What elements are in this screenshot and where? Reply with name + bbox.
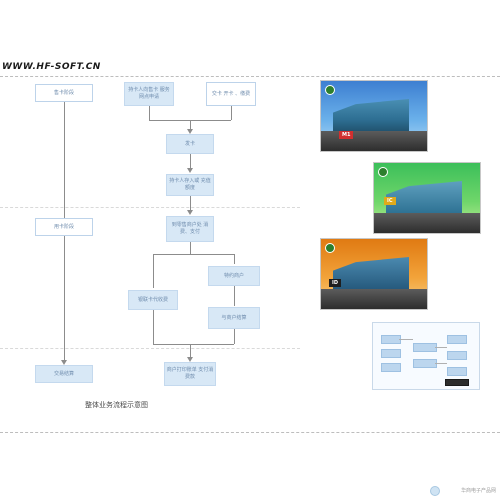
arrow-consume xyxy=(187,210,193,215)
card-logo-icon xyxy=(325,85,335,95)
node-load-label: 持卡人存入或 充值额度 xyxy=(169,178,211,191)
connector-issue-load xyxy=(190,154,191,170)
node-apply-label: 持卡人向售卡 服务网点申请 xyxy=(128,87,170,100)
connector-join xyxy=(153,344,234,345)
stage-settle-label: 交易结算 xyxy=(53,370,74,377)
node-payment-label: 商户打印账单 支付消费款 xyxy=(166,367,214,380)
left-connector-2 xyxy=(64,236,65,360)
divider-low xyxy=(0,348,300,349)
connector-merchant-down xyxy=(234,286,235,306)
card-image-2: IC xyxy=(373,162,481,234)
watermark-logo-icon xyxy=(430,486,440,496)
stage-use-card-label: 用卡阶段 xyxy=(53,223,74,230)
system-schematic-image xyxy=(372,322,480,390)
diagram-caption: 整体业务流程示意图 xyxy=(85,401,148,409)
connector-settle-down xyxy=(234,329,235,344)
stage-open-card-label: 售卡阶段 xyxy=(53,89,74,96)
left-connector xyxy=(64,102,65,218)
card-badge-2: IC xyxy=(384,197,396,205)
stage-open-card: 售卡阶段 xyxy=(35,84,93,102)
node-consume: 到零售商户处 消费、支付 xyxy=(166,216,214,242)
card-image-3: ID xyxy=(320,238,428,310)
connector-payment-in xyxy=(190,344,191,358)
node-load: 持卡人存入或 充值额度 xyxy=(166,174,214,196)
node-pay: 交卡 开卡 、缴费 xyxy=(206,82,256,106)
node-bank-fee-label: 银联卡代收费 xyxy=(137,296,168,303)
node-payment: 商户打印账单 支付消费款 xyxy=(164,362,216,386)
node-merchant-label: 特约商户 xyxy=(223,272,244,279)
connector-split-right xyxy=(234,254,235,264)
divider-middle xyxy=(0,207,300,208)
node-settle-merchant: 与商户结算 xyxy=(208,307,260,329)
divider-top xyxy=(0,76,500,77)
divider-bottom xyxy=(0,432,500,433)
connector-split-h xyxy=(153,254,234,255)
card-badge-3: ID xyxy=(329,279,342,287)
node-issue: 发卡 xyxy=(166,134,214,154)
connector-consume-split xyxy=(190,242,191,254)
connector-pay-down xyxy=(231,106,232,120)
card-logo-icon xyxy=(325,243,335,253)
node-bank-fee: 银联卡代收费 xyxy=(128,290,178,310)
arrow-payment xyxy=(187,357,193,362)
connector-apply-down xyxy=(149,106,150,120)
card-badge-1: M1 xyxy=(339,131,354,139)
connector-issue-in xyxy=(190,120,191,131)
node-consume-label: 到零售商户处 消费、支付 xyxy=(171,222,209,235)
connector-load-consume xyxy=(190,196,191,212)
arrow-load xyxy=(187,168,193,173)
stage-settle: 交易结算 xyxy=(35,365,93,383)
left-arrow-down xyxy=(61,360,67,365)
arrow-issue xyxy=(187,129,193,134)
node-apply: 持卡人向售卡 服务网点申请 xyxy=(124,82,174,106)
card-image-1: M1 xyxy=(320,80,428,152)
node-issue-label: 发卡 xyxy=(184,140,195,147)
card-logo-icon xyxy=(378,167,388,177)
stage-use-card: 用卡阶段 xyxy=(35,218,93,236)
connector-bank-down xyxy=(153,310,154,344)
node-settle-merchant-label: 与商户结算 xyxy=(221,314,247,321)
node-merchant: 特约商户 xyxy=(208,266,260,286)
connector-split-left xyxy=(153,254,154,288)
node-pay-label: 交卡 开卡 、缴费 xyxy=(211,90,251,97)
watermark: 华商电子产品网 xyxy=(460,488,496,494)
site-title: WWW.HF-SOFT.CN xyxy=(2,62,101,72)
